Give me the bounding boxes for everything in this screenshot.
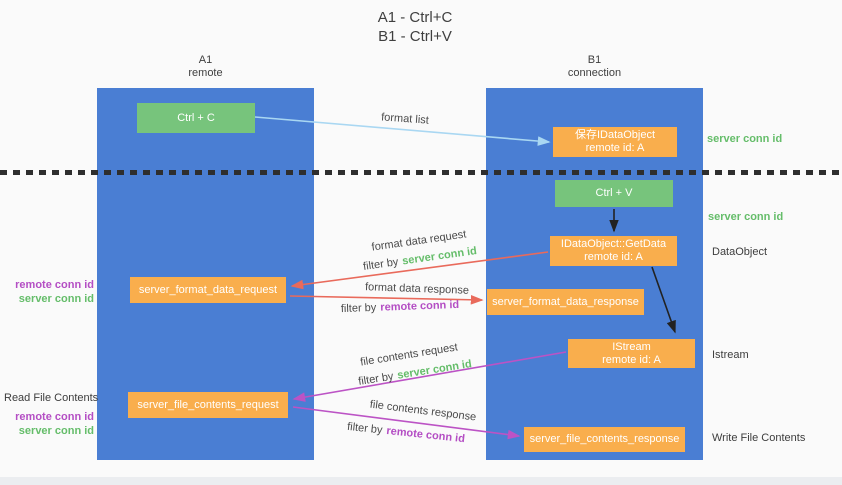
side-label-conn-ids-lower: remote conn id server conn id — [10, 410, 94, 438]
edge-label-format-list-text: format list — [380, 111, 430, 127]
side-read-file-contents-text: Read File Contents — [4, 392, 99, 404]
side-label-conn-ids-upper: remote conn id server conn id — [10, 278, 94, 306]
node-save-idataobject: 保存IDataObject remote id: A — [553, 127, 677, 157]
lane-a1-subtitle: remote — [188, 67, 223, 79]
node-istream-line1: IStream — [612, 340, 651, 353]
bottom-strip — [0, 477, 842, 485]
lane-b1-subtitle: connection — [567, 67, 622, 79]
diagram-title: A1 - Ctrl+C B1 - Ctrl+V — [330, 8, 500, 46]
left-remote-conn-id-upper: remote conn id — [15, 279, 94, 291]
side-server-conn-id-mid-text: server conn id — [708, 211, 784, 223]
node-ctrl-v: Ctrl + V — [555, 180, 673, 207]
node-server-format-data-request-label: server_format_data_request — [138, 283, 278, 296]
node-server-file-contents-response: server_file_contents_response — [524, 427, 685, 452]
node-istream-line2: remote id: A — [602, 353, 661, 366]
edge-label-format-list: format list — [381, 111, 429, 126]
lane-b1-title: B1 — [587, 54, 602, 66]
filter-by-text-1: filter by — [362, 256, 400, 273]
node-server-format-data-request: server_format_data_request — [130, 277, 286, 303]
title-line-1: A1 - Ctrl+C — [377, 9, 453, 26]
edge-label-format-data-response-text: format data response — [364, 281, 470, 297]
server-conn-id-text-2: server conn id — [396, 358, 473, 382]
edge-label-file-contents-response-text: file contents response — [369, 398, 477, 424]
remote-conn-id-text-1: remote conn id — [380, 298, 460, 314]
side-server-conn-id-top-text: server conn id — [707, 133, 783, 145]
node-ctrl-c-label: Ctrl + C — [177, 111, 215, 124]
title-line-2: B1 - Ctrl+V — [378, 28, 452, 45]
node-server-file-contents-response-label: server_file_contents_response — [529, 433, 680, 445]
side-label-read-file-contents: Read File Contents — [4, 392, 98, 404]
side-istream-text: Istream — [712, 349, 749, 361]
left-server-conn-id-upper: server conn id — [18, 293, 94, 305]
filter-by-text-4: filter by — [346, 420, 384, 437]
node-idataobject-getdata: IDataObject::GetData remote id: A — [550, 236, 677, 266]
node-server-file-contents-request-label: server_file_contents_request — [137, 398, 279, 411]
node-getdata-line1: IDataObject::GetData — [560, 238, 667, 250]
side-label-dataobject: DataObject — [712, 246, 767, 258]
session-divider-dashed-line — [0, 170, 842, 175]
node-save-idataobject-line1: 保存IDataObject — [574, 129, 656, 141]
node-getdata-line2: remote id: A — [584, 251, 643, 263]
node-istream: IStream remote id: A — [568, 339, 695, 368]
lane-header-a1: A1 remote — [97, 54, 314, 80]
node-server-file-contents-request: server_file_contents_request — [128, 392, 288, 418]
lane-a1-title: A1 — [198, 54, 213, 66]
side-label-write-file-contents: Write File Contents — [712, 432, 805, 444]
node-server-format-data-response: server_format_data_response — [487, 289, 644, 315]
node-server-format-data-response-label: server_format_data_response — [492, 295, 639, 308]
lane-header-b1: B1 connection — [486, 54, 703, 80]
node-save-idataobject-line2: remote id: A — [585, 142, 645, 154]
node-ctrl-c: Ctrl + C — [137, 103, 255, 133]
remote-conn-id-text-2: remote conn id — [385, 424, 466, 446]
side-label-server-conn-id-top: server conn id — [707, 133, 782, 145]
left-remote-conn-id-lower: remote conn id — [15, 411, 94, 423]
side-label-server-conn-id-mid: server conn id — [708, 211, 783, 223]
edge-label-format-data-response: format data response — [365, 281, 469, 297]
filter-by-text-2: filter by — [340, 301, 377, 316]
side-dataobject-text: DataObject — [712, 246, 768, 258]
filter-by-text-3: filter by — [357, 370, 395, 388]
node-ctrl-v-label: Ctrl + V — [595, 187, 633, 199]
edge-label-file-contents-response: file contents response — [369, 399, 477, 424]
left-server-conn-id-lower: server conn id — [18, 425, 94, 437]
side-write-file-contents-text: Write File Contents — [712, 432, 806, 444]
side-label-istream: Istream — [712, 349, 749, 361]
server-conn-id-text-1: server conn id — [401, 245, 478, 268]
